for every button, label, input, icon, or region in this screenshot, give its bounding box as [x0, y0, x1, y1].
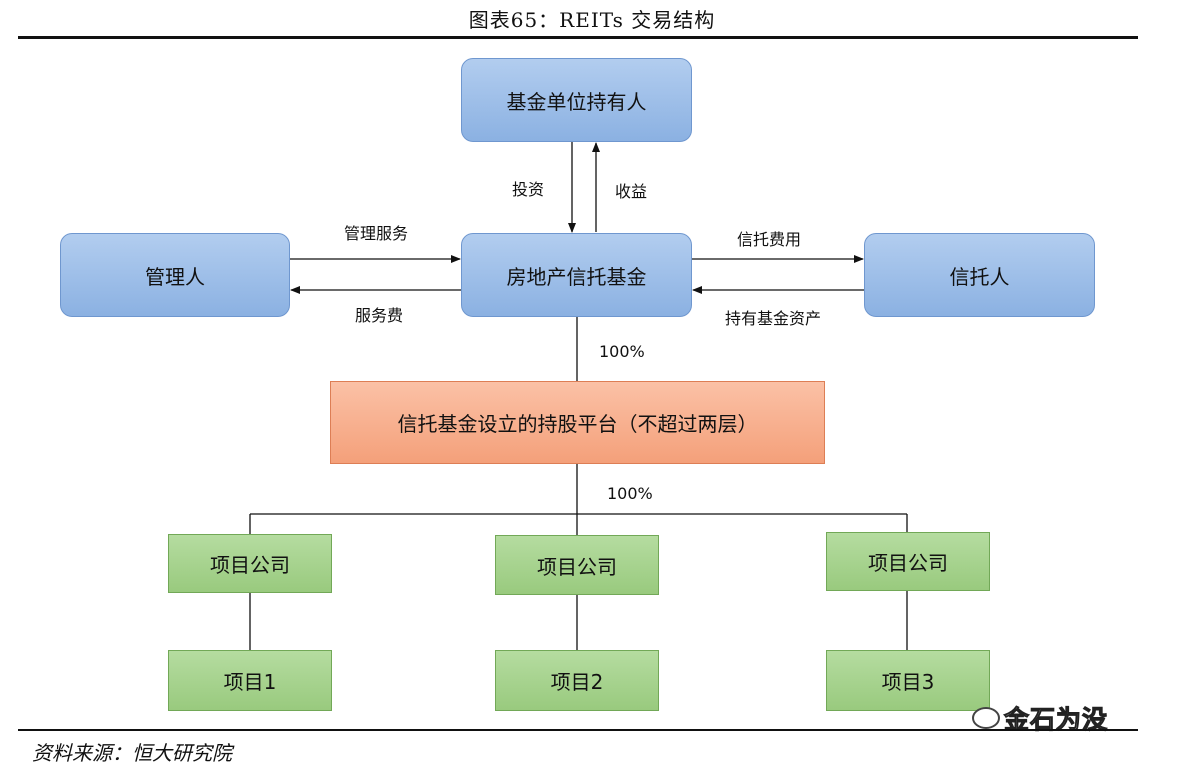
source-note: 资料来源：恒大研究院: [32, 741, 232, 765]
node-manager: 管理人: [60, 233, 290, 317]
node-project-company-2: 项目公司: [495, 535, 659, 595]
node-fund-unit-holders: 基金单位持有人: [461, 58, 692, 142]
node-project-company-3: 项目公司: [826, 532, 990, 591]
label-trust-fee: 信托费用: [737, 230, 802, 249]
node-project-3: 项目3: [826, 650, 990, 711]
node-trustee: 信托人: [864, 233, 1095, 317]
label-own-platform: 100%: [599, 342, 645, 361]
node-project-1: 项目1: [168, 650, 332, 711]
node-reit: 房地产信托基金: [461, 233, 692, 317]
figure-title: 图表65：REITs 交易结构: [468, 8, 716, 32]
label-own-companies: 100%: [607, 484, 653, 503]
label-service-fee: 服务费: [355, 306, 404, 325]
label-invest: 投资: [512, 180, 545, 199]
node-project-2: 项目2: [495, 650, 659, 711]
top-rule: [18, 36, 1138, 39]
label-management-service: 管理服务: [344, 224, 409, 243]
label-hold-assets: 持有基金资产: [725, 309, 822, 328]
node-holding-platform: 信托基金设立的持股平台（不超过两层）: [330, 381, 825, 464]
wechat-icon: [972, 707, 1000, 729]
bottom-rule: [18, 729, 1138, 731]
label-income: 收益: [615, 182, 648, 201]
node-project-company-1: 项目公司: [168, 534, 332, 593]
